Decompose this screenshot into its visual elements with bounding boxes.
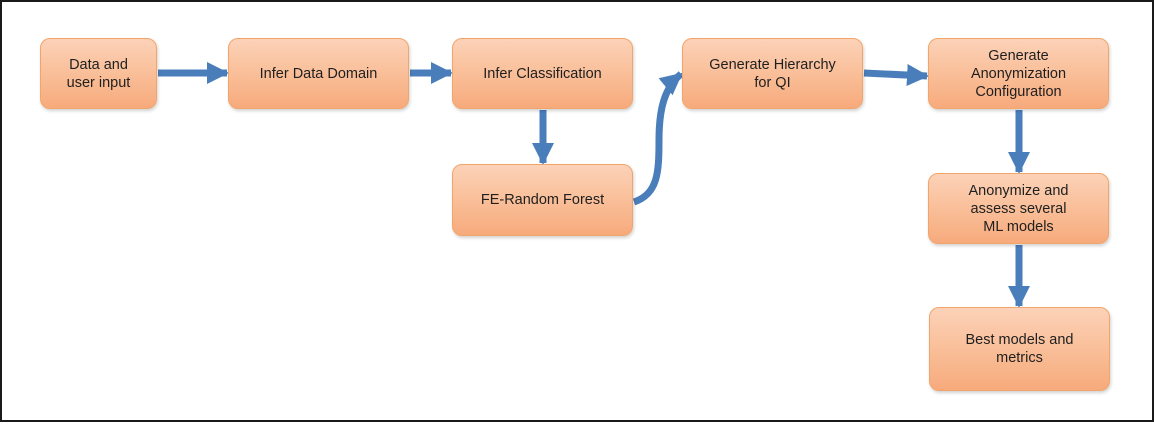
node-generate-hierarchy: Generate Hierarchy for QI bbox=[682, 38, 863, 109]
node-infer-classification: Infer Classification bbox=[452, 38, 633, 109]
node-label: Generate Anonymization Configuration bbox=[970, 47, 1067, 100]
node-infer-data-domain: Infer Data Domain bbox=[228, 38, 409, 109]
node-label: FE-Random Forest bbox=[480, 192, 605, 208]
arrow-fe-to-hierarchy bbox=[632, 71, 684, 206]
node-anonymize-and-assess: Anonymize and assess several ML models bbox=[928, 173, 1109, 244]
node-label: Infer Classification bbox=[483, 65, 602, 82]
node-best-models-and-metrics: Best models and metrics bbox=[929, 307, 1110, 391]
node-label: Infer Data Domain bbox=[259, 65, 378, 82]
node-label: Best models and metrics bbox=[965, 332, 1074, 366]
node-label: Anonymize and assess several ML models bbox=[968, 182, 1069, 235]
node-generate-anonymization-configuration: Generate Anonymization Configuration bbox=[928, 38, 1109, 109]
node-fe-random-forest: FE-Random Forest bbox=[452, 164, 633, 236]
node-data-and-user-input: Data and user input bbox=[40, 38, 157, 109]
node-label: Data and user input bbox=[66, 56, 131, 91]
node-label: Generate Hierarchy for QI bbox=[709, 56, 836, 91]
arrow-hierarchy-to-config bbox=[863, 64, 929, 87]
